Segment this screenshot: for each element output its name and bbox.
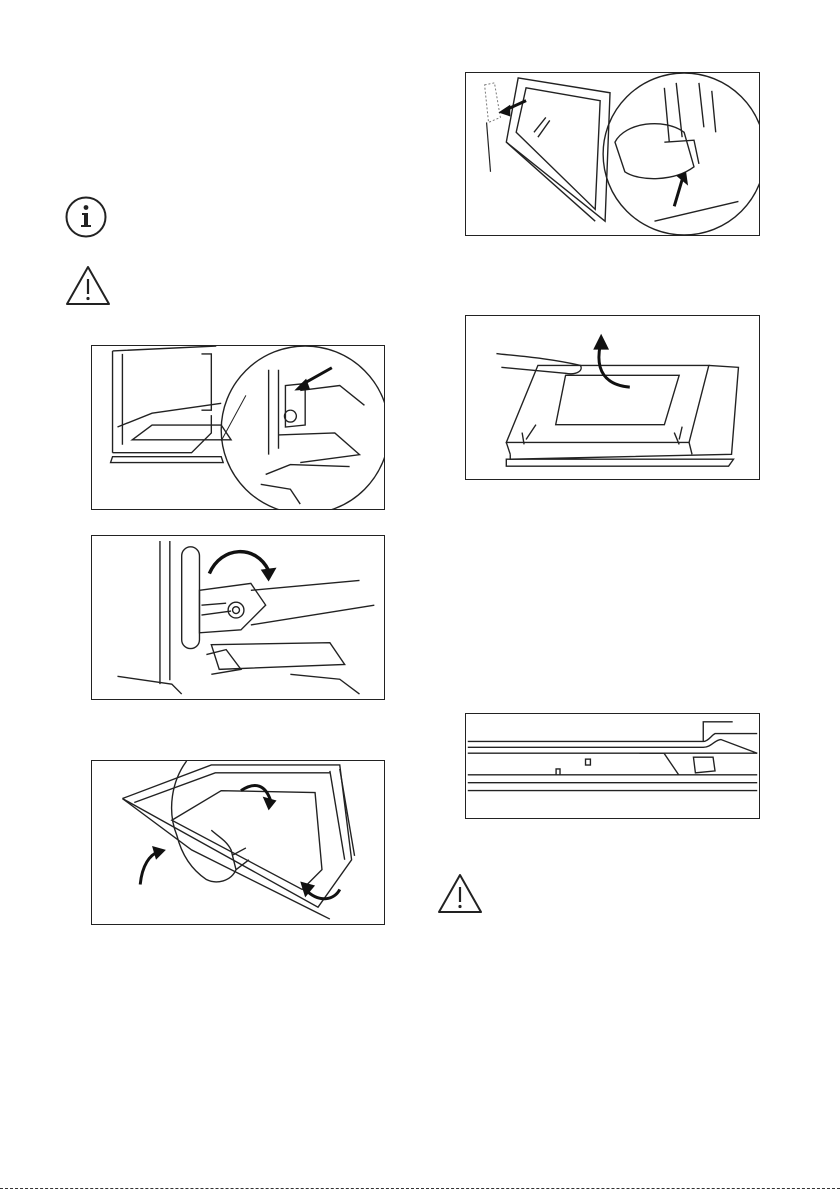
door-glass-trim-removal-figure <box>465 72 760 236</box>
door-hinge-lever-release-figure <box>91 345 385 510</box>
page-bottom-cut-line <box>0 1188 840 1189</box>
info-circle-icon <box>64 195 108 239</box>
warning-triangle-icon <box>436 872 484 916</box>
warning-triangle-icon <box>64 264 112 308</box>
door-lift-remove-figure <box>91 760 385 925</box>
glass-panel-seat-detail-figure <box>465 713 760 819</box>
hinge-lever-rotate-figure <box>91 535 385 700</box>
glass-panel-lift-out-figure <box>465 315 760 480</box>
